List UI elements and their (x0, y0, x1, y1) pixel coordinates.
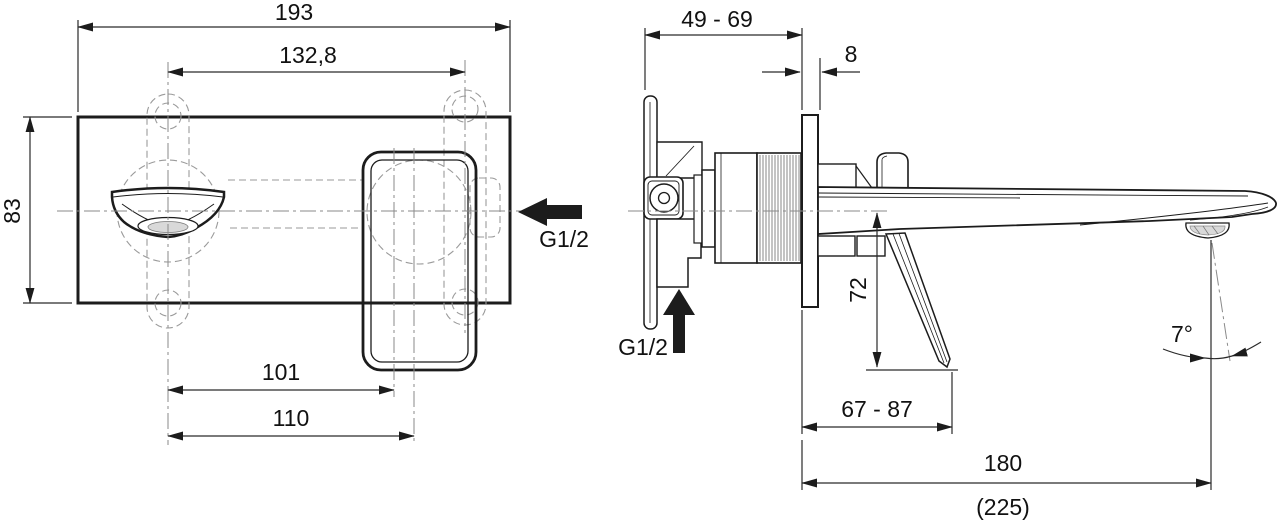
label-spout-reach-alt: (225) (976, 494, 1030, 520)
label-inlet-thread-front: G1/2 (539, 226, 589, 252)
handle-plate-front (361, 150, 478, 372)
inlet-arrows (518, 198, 695, 353)
body-cylinder (714, 152, 758, 264)
side-inlet-arrow-head (663, 289, 695, 315)
spout-tilt-centerline (1211, 242, 1231, 362)
label-wall-depth-range: 49 - 69 (681, 6, 753, 32)
spout-side (817, 186, 1277, 235)
lever-pivot-knob (876, 152, 909, 189)
bracket-upper-connector (656, 141, 703, 179)
side-extension-lines (644, 28, 953, 490)
label-lever-height: 72 (845, 277, 871, 303)
body-collar-large (701, 169, 716, 248)
centerlines (57, 60, 1231, 445)
angle-arc-right (1231, 341, 1262, 357)
dimension-labels: 193 132,8 83 101 110 G1/2 49 - 69 8 72 G… (0, 0, 1193, 520)
label-spout-tilt: 7° (1171, 321, 1193, 347)
aerator-hatch (1193, 225, 1219, 236)
spout-bowl-rim (112, 193, 224, 198)
inlet-fitting-square-inner (647, 180, 680, 216)
spout-contour-lines (817, 192, 1269, 226)
spout-root-collar (817, 163, 857, 189)
label-overall-width: 193 (275, 0, 313, 25)
under-spout-block-right (856, 235, 886, 257)
lever-handle-blade (884, 232, 951, 369)
angle-arc-left (1162, 348, 1206, 363)
hidden-body-protrusion (469, 177, 501, 238)
label-spout-to-handle-center: 101 (262, 359, 300, 385)
thread-hatching (759, 155, 800, 261)
dimension-lines (23, 20, 1262, 490)
angle-arc-middle (1204, 355, 1233, 360)
handle-plate-front-inner (370, 159, 469, 363)
inlet-port-inner (657, 191, 671, 205)
front-extension-lines (23, 20, 511, 304)
threaded-body (756, 152, 802, 264)
front-inlet-arrow-shaft (547, 205, 582, 219)
label-spout-reach: 180 (984, 450, 1022, 476)
spout-root-chamfer (855, 165, 873, 189)
side-inlet-arrow-shaft (673, 315, 685, 353)
label-overall-height: 83 (0, 198, 25, 224)
under-spout-block-left (817, 235, 856, 257)
lever-blade-contours (892, 233, 948, 364)
inlet-port-outer (649, 183, 679, 213)
lever-pivot-knob-contour (881, 155, 888, 188)
bracket-upper-connector-edge (665, 145, 695, 177)
label-inlet-thread-side: G1/2 (618, 334, 668, 360)
label-spout-to-handle-edge: 110 (273, 405, 310, 431)
front-inlet-arrow-head (518, 198, 547, 226)
label-plate-thickness: 8 (845, 41, 858, 67)
body-collar-small (693, 174, 703, 244)
hidden-waterway (228, 179, 362, 229)
label-handle-projection-range: 67 - 87 (841, 396, 913, 422)
label-hole-spacing: 132,8 (279, 42, 337, 68)
